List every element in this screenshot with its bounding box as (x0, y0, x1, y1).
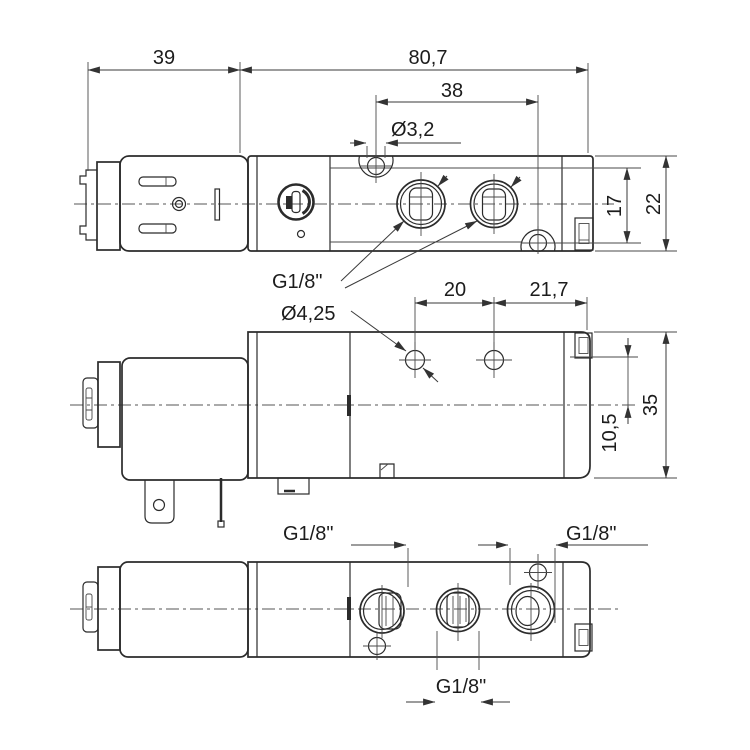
terminal-pin-tip (217, 520, 225, 528)
port-plug-lines (452, 596, 467, 624)
bottom-view (70, 554, 622, 660)
mounting-foot (277, 477, 310, 495)
override-arc (301, 189, 311, 215)
manual-override (277, 183, 315, 221)
retaining-clip-side-view (574, 332, 593, 359)
dia-arrow-4-25 (422, 367, 439, 383)
side-view-dimensions: 20 21,7 Ø4,25 10,5 35 (281, 279, 677, 479)
coil-screw-ring-inner (174, 199, 184, 209)
retaining-clip-top-view (574, 217, 594, 251)
knurled-locknut (97, 361, 121, 448)
clip-outer (574, 332, 593, 359)
valve-body-bottom (247, 561, 591, 658)
dim-17: 17 (604, 195, 626, 217)
bottom-view-crosshairs (363, 554, 552, 660)
dim-20: 20 (444, 279, 466, 301)
top-view-crosshairs (360, 150, 557, 254)
din-plug (82, 377, 99, 429)
port-open-bore (515, 595, 540, 627)
dim-22: 22 (643, 193, 665, 215)
din-plug-slot-lines (86, 397, 92, 411)
bottom-view-dimensions: G1/8" G1/8" G1/8" (283, 523, 648, 706)
label-g18-bottom-left: G1/8" (283, 523, 333, 545)
side-view-crosshairs (399, 342, 512, 378)
valve-body-top (247, 155, 594, 252)
override-slot-dark (286, 196, 292, 209)
terminal-hole (152, 498, 166, 512)
dim-38: 38 (441, 80, 463, 102)
extension-lines (407, 548, 556, 670)
label-g18-top: G1/8" (272, 271, 322, 293)
top-view (74, 150, 641, 254)
dim-39: 39 (153, 47, 175, 69)
din-plug-slot (85, 387, 93, 421)
clip-inner (578, 629, 589, 646)
coil-vent-slot (138, 176, 177, 187)
dia-arrow-port4 (510, 175, 522, 188)
valve-body-section-lines (256, 156, 563, 251)
dim-10-5: 10,5 (599, 414, 621, 453)
coil-seam-bar (214, 188, 221, 221)
extension-lines (87, 62, 677, 252)
dim-35: 35 (640, 394, 662, 416)
dia-arrow-port2 (437, 174, 449, 187)
clip-outer (574, 217, 594, 251)
override-slot (291, 190, 301, 214)
side-view (70, 331, 638, 528)
clip-inner (578, 223, 590, 244)
body-slot-mark (347, 597, 351, 620)
dim-3-2: Ø3,2 (391, 119, 434, 141)
coil-screw-ring (171, 196, 187, 212)
leader-4-25 (350, 310, 407, 352)
label-g18-bottom-right: G1/8" (566, 523, 616, 545)
extension-lines (414, 297, 677, 479)
body-notch-chamfer (380, 463, 389, 471)
dim-21-7: 21,7 (530, 279, 569, 301)
port-plug-lines (385, 596, 394, 626)
dim-4-25: Ø4,25 (281, 303, 335, 325)
dim-80-7: 80,7 (409, 47, 448, 69)
pilot-hole (296, 229, 306, 239)
retaining-clip-bottom-view (574, 623, 593, 652)
coil-vent-slot (138, 223, 177, 234)
spade-terminal (144, 480, 175, 524)
body-notch (379, 463, 395, 478)
override-outer-ring (277, 183, 315, 221)
body-slot-mark (347, 395, 351, 416)
solenoid-coil-body (121, 357, 249, 481)
valve-body-chamfer-lines (330, 167, 641, 243)
leader-g18-port4 (344, 220, 478, 289)
clip-inner (578, 337, 589, 354)
top-view-dimensions: 39 80,7 38 Ø3,2 17 22 G1/8" (87, 47, 677, 293)
label-g18-bottom-center: G1/8" (436, 676, 486, 698)
leader-g18-port2 (340, 220, 405, 282)
connector-plug-profile (79, 169, 97, 241)
knurled-locknut (96, 161, 121, 251)
port-plug-slot (378, 592, 402, 630)
clip-outer (574, 623, 593, 652)
